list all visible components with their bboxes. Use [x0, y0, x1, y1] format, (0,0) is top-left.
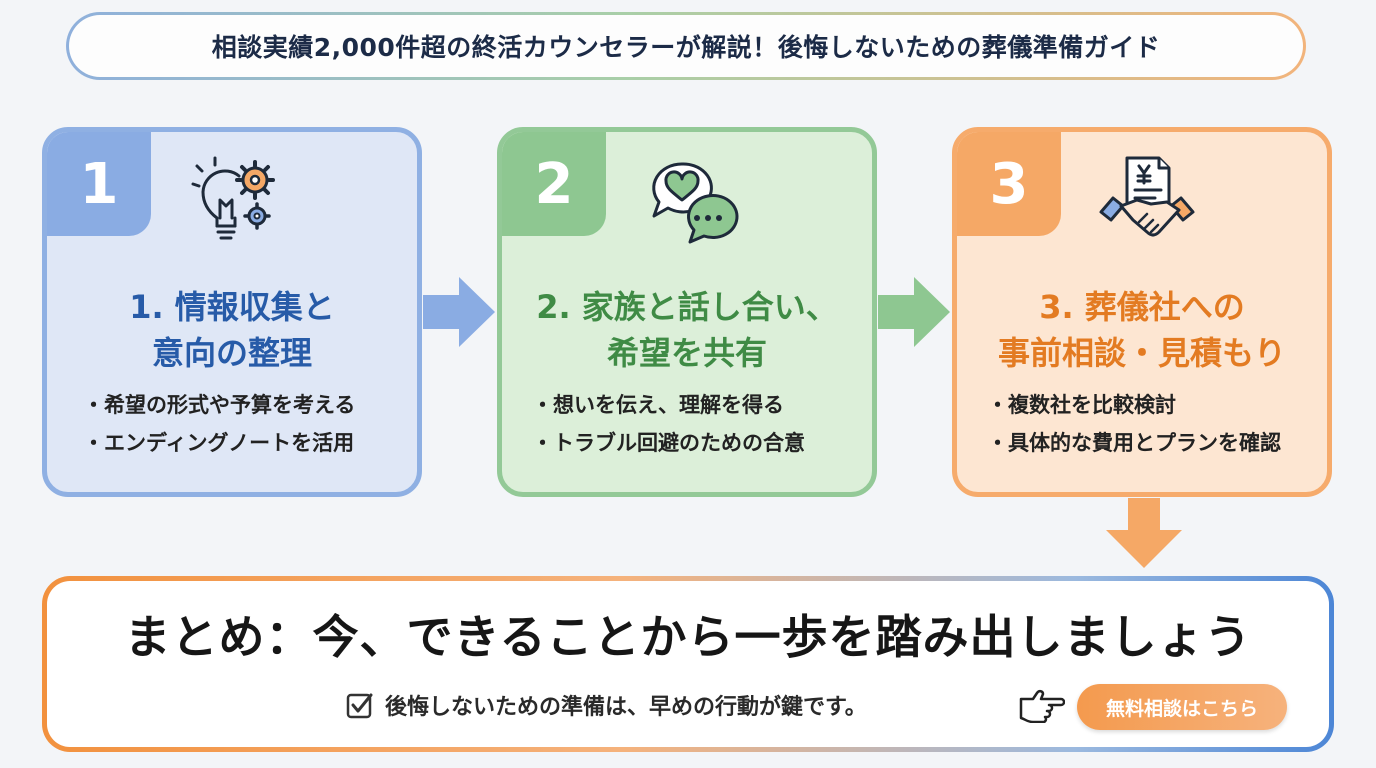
- step-title-1-line2: 意向の整理: [151, 334, 312, 372]
- step-number-3: 3: [957, 132, 1061, 236]
- step-title-3-line2: 事前相談・見積もり: [997, 334, 1286, 372]
- step-title-3: 3. 葬儀社への 事前相談・見積もり: [967, 284, 1317, 376]
- step-number-2: 2: [502, 132, 606, 236]
- pointing-hand-icon: [1019, 689, 1065, 723]
- list-item: 想いを伝え、理解を得る: [532, 386, 862, 424]
- step-card-3: 3 3. 葬儀社への 事前相談・見積もり 複数社を比較検討 具体的な費用とプラン…: [952, 127, 1332, 497]
- summary-title: まとめ：今、できることから一歩を踏み出しましょう: [124, 610, 1252, 664]
- handshake-invoice-icon: [1099, 156, 1195, 237]
- step-number-1: 1: [47, 132, 151, 236]
- summary-panel: まとめ：今、できることから一歩を踏み出しましょう 後悔しないための準備は、早めの…: [42, 576, 1334, 752]
- chat-bubbles-heart-icon: [652, 162, 739, 244]
- step-title-2-line2: 希望を共有: [606, 334, 767, 372]
- step-card-1: 1 1. 情報収集と 意向の整理 希望の形式や予算を考える エンディングノートを…: [42, 127, 422, 497]
- arrow-right-icon: [423, 277, 495, 347]
- lightbulb-gears-icon: [191, 156, 275, 240]
- checkbox-icon: [346, 693, 373, 719]
- summary-subtext-row: 後悔しないための準備は、早めの行動が鍵です。: [345, 689, 867, 721]
- list-item: 具体的な費用とプランを確認: [987, 424, 1317, 462]
- list-item: トラブル回避のための合意: [532, 424, 862, 462]
- step-list-2: 想いを伝え、理解を得る トラブル回避のための合意: [532, 386, 862, 462]
- step-list-3: 複数社を比較検討 具体的な費用とプランを確認: [987, 386, 1317, 462]
- header-banner: 相談実績2,000件超の終活カウンセラーが解説！後悔しないための葬儀準備ガイド: [66, 12, 1306, 80]
- step-list-1: 希望の形式や予算を考える エンディングノートを活用: [83, 386, 407, 462]
- step-title-2-line1: 2. 家族と話し合い、: [536, 288, 838, 326]
- arrow-right-icon: [878, 277, 950, 347]
- step-title-1-line1: 1. 情報収集と: [129, 288, 335, 326]
- free-consultation-button[interactable]: 無料相談はこちら: [1077, 684, 1287, 730]
- step-title-1: 1. 情報収集と 意向の整理: [57, 284, 407, 376]
- list-item: 希望の形式や予算を考える: [83, 386, 407, 424]
- header-title: 相談実績2,000件超の終活カウンセラーが解説！後悔しないための葬儀準備ガイド: [69, 15, 1303, 77]
- step-title-2: 2. 家族と話し合い、 希望を共有: [512, 284, 862, 376]
- list-item: エンディングノートを活用: [83, 424, 407, 462]
- list-item: 複数社を比較検討: [987, 386, 1317, 424]
- step-title-3-line1: 3. 葬儀社への: [1039, 288, 1245, 326]
- step-card-2: 2 2. 家族と話し合い、 希望を共有 想いを伝え、理解を得る トラブル回避のた…: [497, 127, 877, 497]
- arrow-down-icon: [1106, 498, 1182, 568]
- summary-subtext: 後悔しないための準備は、早めの行動が鍵です。: [385, 695, 867, 720]
